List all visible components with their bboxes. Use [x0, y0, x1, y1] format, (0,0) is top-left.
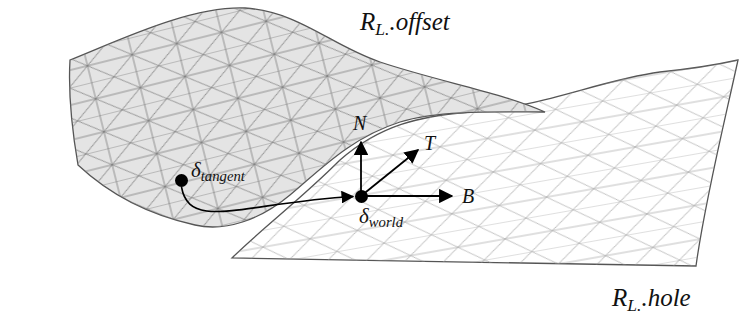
axis-label: B: [462, 185, 474, 208]
point-dot: δworld: [355, 190, 368, 203]
point-label: δtangent: [191, 158, 245, 185]
mapping-arrow: [182, 187, 354, 212]
surface-label: RL..offset: [360, 8, 450, 40]
tnb-frame: [361, 142, 452, 196]
axis-label: T: [424, 132, 435, 155]
point-label: δworld: [359, 204, 403, 231]
axis-label: N: [353, 112, 366, 135]
surface-label: RL..hole: [612, 284, 691, 316]
offset-surface: [69, 8, 545, 227]
point-dot: δtangent: [175, 174, 188, 187]
